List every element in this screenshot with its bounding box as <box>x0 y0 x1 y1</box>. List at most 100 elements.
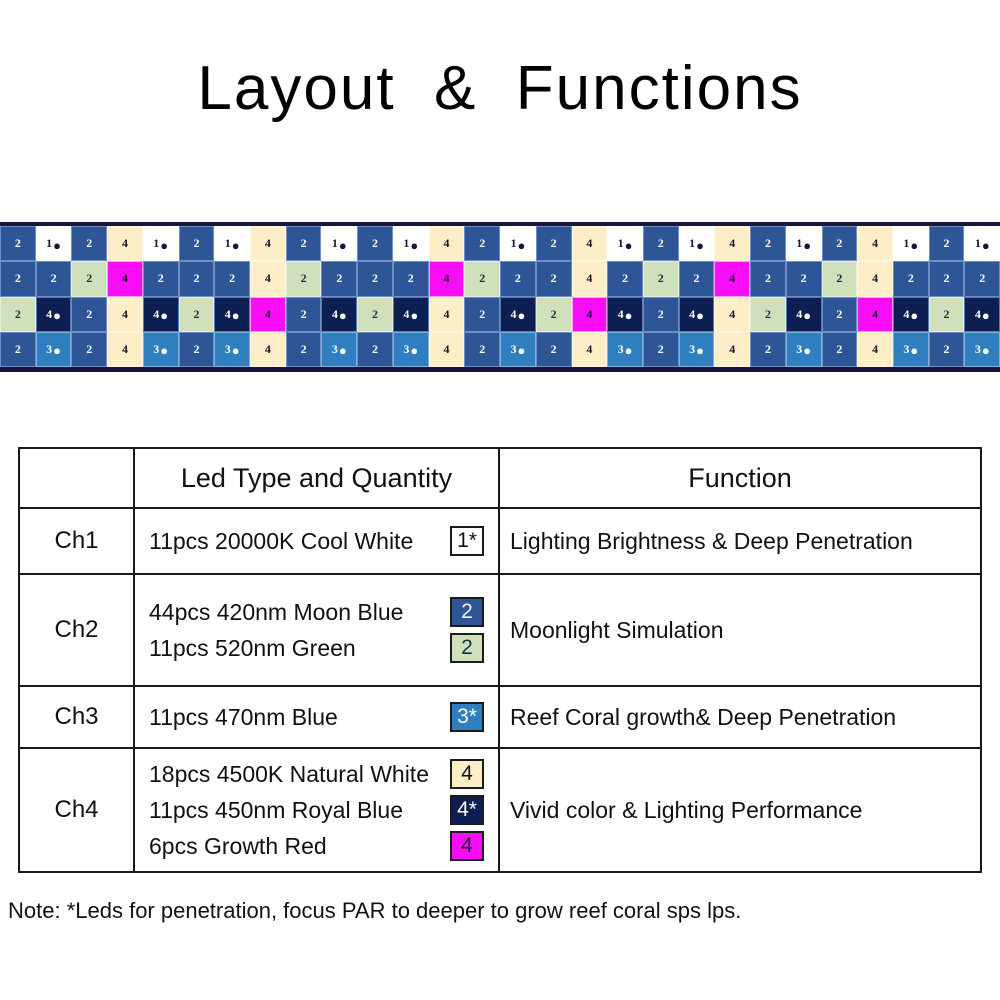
moon-blue-led: 2 <box>71 226 108 262</box>
cool-white-led: 1● <box>678 226 715 262</box>
natural-white-led: 4 <box>107 226 143 262</box>
green-led: 2 <box>464 261 501 297</box>
moon-blue-led: 2 <box>0 226 36 262</box>
green-led: 2 <box>750 296 786 332</box>
function-text: Vivid color & Lighting Performance <box>498 747 982 873</box>
moon-blue-led: 2 <box>928 261 965 297</box>
moon-blue-led: 2 <box>535 226 572 262</box>
moon-blue-led: 2 <box>535 261 572 297</box>
moon-blue-led: 2 <box>607 261 643 297</box>
footnote: Note: *Leds for penetration, focus PAR t… <box>8 898 742 923</box>
moon-blue-led: 2 <box>321 261 358 297</box>
royal-blue-led: 4● <box>964 296 1000 332</box>
moon-blue-led: 2 <box>357 261 393 297</box>
moon-blue-led: 2 <box>178 261 215 297</box>
moon-blue-led: 2 <box>71 296 108 332</box>
moon-blue-led: 2 <box>392 261 429 297</box>
cool-white-swatch: 1* <box>450 526 484 556</box>
moon-blue-led: 2 <box>0 331 36 367</box>
moon-blue-led: 2 <box>464 296 501 332</box>
royal-blue-led: 4● <box>500 296 536 332</box>
page-title: Layout & Functions <box>197 54 803 123</box>
moon-blue-led: 2 <box>357 226 393 262</box>
cool-white-led: 1● <box>500 226 536 262</box>
channel-label: Ch4 <box>18 747 135 873</box>
green-led: 2 <box>0 296 36 332</box>
royal-blue-led: 4● <box>785 296 822 332</box>
moon-blue-led: 2 <box>178 331 215 367</box>
moon-blue-led: 2 <box>464 226 501 262</box>
cool-white-led: 1● <box>607 226 643 262</box>
cool-white-led: 1● <box>35 226 72 262</box>
natural-white-led: 4 <box>250 261 286 297</box>
cool-white-led: 1● <box>392 226 429 262</box>
natural-white-swatch: 4 <box>450 759 484 789</box>
channel-label: Ch1 <box>18 507 135 575</box>
cool-white-led: 1● <box>142 226 179 262</box>
green-led: 2 <box>357 296 393 332</box>
natural-white-led: 4 <box>107 296 143 332</box>
royal-blue-led: 4● <box>142 296 179 332</box>
green-led: 2 <box>71 261 108 297</box>
moon-blue-led: 2 <box>678 261 715 297</box>
moon-blue-led: 2 <box>285 331 322 367</box>
blue-470-swatch: 3* <box>450 702 484 732</box>
natural-white-led: 4 <box>857 261 893 297</box>
moon-blue-led: 2 <box>821 296 858 332</box>
moon-blue-led: 2 <box>142 261 179 297</box>
moon-blue-led: 2 <box>928 226 965 262</box>
royal-blue-swatch: 4* <box>450 795 484 825</box>
natural-white-led: 4 <box>857 226 893 262</box>
royal-blue-led: 4● <box>678 296 715 332</box>
moon-blue-led: 2 <box>214 261 251 297</box>
natural-white-led: 4 <box>857 331 893 367</box>
natural-white-led: 4 <box>571 261 608 297</box>
growth-red-swatch: 4 <box>450 831 484 861</box>
moon-blue-led: 2 <box>500 261 536 297</box>
blue-470nm-led: 3● <box>35 331 72 367</box>
green-led: 2 <box>178 296 215 332</box>
growth-red-led: 4 <box>107 261 143 297</box>
moon-blue-swatch: 2 <box>450 597 484 627</box>
royal-blue-led: 4● <box>321 296 358 332</box>
header-channel <box>18 447 135 509</box>
channel-label: Ch2 <box>18 573 135 687</box>
moon-blue-led: 2 <box>535 331 572 367</box>
header-led-type: Led Type and Quantity <box>133 447 500 509</box>
natural-white-led: 4 <box>107 331 143 367</box>
led-type-text: 18pcs 4500K Natural White <box>149 760 429 787</box>
led-type-text: 6pcs Growth Red <box>149 832 327 859</box>
table-header-row: Led Type and Quantity Function <box>18 447 982 509</box>
moon-blue-led: 2 <box>928 331 965 367</box>
moon-blue-led: 2 <box>285 296 322 332</box>
natural-white-led: 4 <box>714 296 751 332</box>
moon-blue-led: 2 <box>71 331 108 367</box>
royal-blue-led: 4● <box>214 296 251 332</box>
cool-white-led: 1● <box>214 226 251 262</box>
royal-blue-led: 4● <box>892 296 929 332</box>
blue-470nm-led: 3● <box>321 331 358 367</box>
blue-470nm-led: 3● <box>678 331 715 367</box>
royal-blue-led: 4● <box>35 296 72 332</box>
moon-blue-led: 2 <box>750 331 786 367</box>
moon-blue-led: 2 <box>0 261 36 297</box>
